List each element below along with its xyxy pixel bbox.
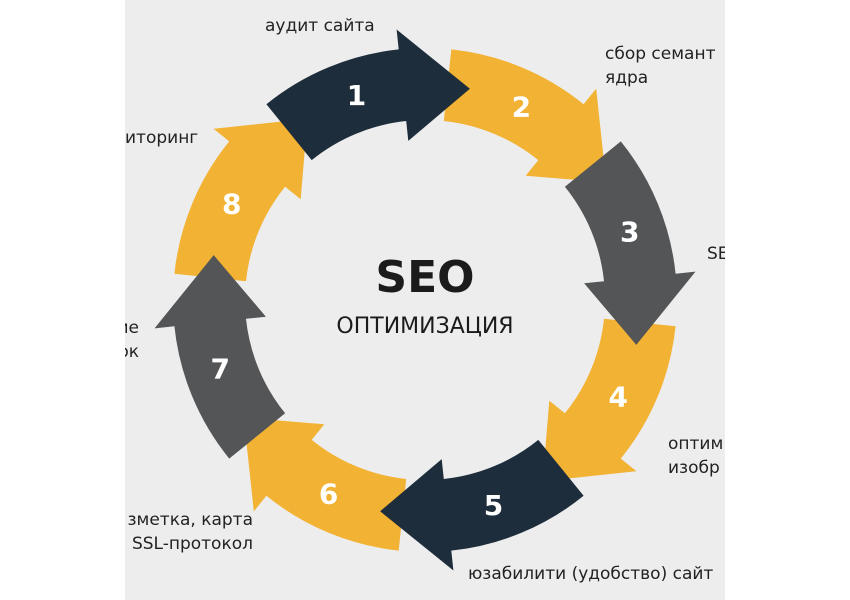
cycle-numbers: 1 2 3 4 5 6 7 8 xyxy=(210,79,639,522)
cycle-arrow-3 xyxy=(564,141,696,345)
cycle-arrow-5 xyxy=(380,439,584,571)
step-label-7: ие ок xyxy=(125,318,139,362)
cycle-segments xyxy=(154,29,696,571)
step-label-2: сбор семант ядра xyxy=(605,44,716,88)
center-subtitle: ОПТИМИЗАЦИЯ xyxy=(336,314,513,339)
cycle-graphic: 1 2 3 4 5 6 7 8 SEO ОПТИМИЗАЦИЯ xyxy=(154,29,696,571)
step-number-3: 3 xyxy=(620,216,639,249)
step-number-7: 7 xyxy=(210,353,229,386)
step-label-3: SE xyxy=(707,244,725,264)
step-number-4: 4 xyxy=(609,380,628,413)
step-number-5: 5 xyxy=(484,489,503,522)
step-number-6: 6 xyxy=(319,477,338,510)
seo-cycle-diagram: 1 2 3 4 5 6 7 8 SEO ОПТИМИЗАЦИЯ аудит сайта сбо… xyxy=(125,0,725,600)
step-label-4: оптим изобр xyxy=(668,434,724,478)
step-label-5: юзабилити (удобство) сайт xyxy=(468,564,714,584)
cycle-arrow-7 xyxy=(154,255,286,459)
cycle-arrow-4 xyxy=(542,318,676,482)
step-number-2: 2 xyxy=(512,91,531,124)
step-number-8: 8 xyxy=(222,188,241,221)
step-label-6: зметка, карта SSL-протокол xyxy=(127,510,253,554)
cycle-arrow-2 xyxy=(443,49,607,183)
step-label-8: иторинг xyxy=(125,128,199,148)
step-label-1: аудит сайта xyxy=(265,16,375,36)
cycle-arrow-1 xyxy=(266,29,470,161)
center-title: SEO xyxy=(375,252,474,303)
step-number-1: 1 xyxy=(347,79,366,112)
cycle-arrow-8 xyxy=(174,118,308,282)
cycle-arrow-6 xyxy=(243,417,407,551)
